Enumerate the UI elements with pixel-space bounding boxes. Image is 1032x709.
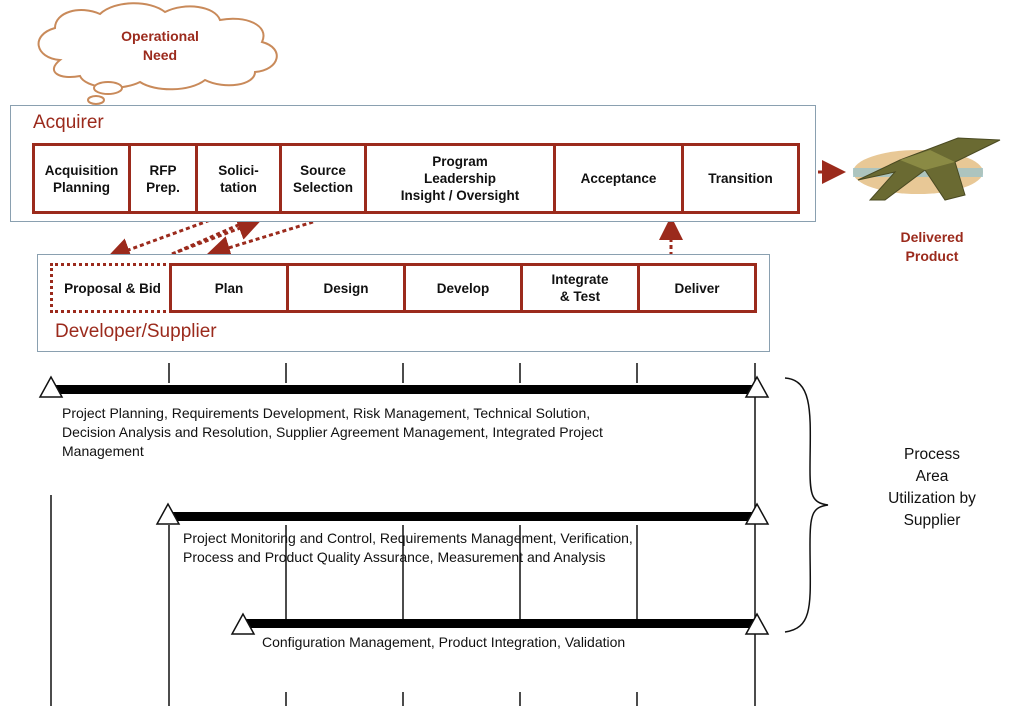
operational-need-label: Operational Need bbox=[121, 28, 199, 63]
process-area-bars bbox=[51, 385, 755, 628]
operational-need-cloud bbox=[37, 2, 278, 105]
developer-title: Developer/Supplier bbox=[55, 321, 217, 342]
phase-proposal-bid: Proposal & Bid bbox=[50, 263, 172, 313]
phase-acquisition-planning: Acquisition Planning bbox=[32, 143, 131, 214]
phase-deliver: Deliver bbox=[637, 263, 757, 313]
acquirer-phase-row: Acquisition Planning RFP Prep. Solici- t… bbox=[32, 143, 800, 214]
process-area-group-3: Configuration Management, Product Integr… bbox=[262, 634, 626, 650]
process-area-brace bbox=[784, 377, 829, 633]
phase-rfp-prep: RFP Prep. bbox=[128, 143, 198, 214]
phase-design: Design bbox=[286, 263, 406, 313]
acquirer-title: Acquirer bbox=[33, 112, 104, 133]
phase-solicitation: Solici- tation bbox=[195, 143, 282, 214]
phase-program-leadership: Program Leadership Insight / Oversight bbox=[364, 143, 556, 214]
phase-acceptance: Acceptance bbox=[553, 143, 684, 214]
phase-source-selection: Source Selection bbox=[279, 143, 367, 214]
aircraft-icon bbox=[853, 137, 1001, 201]
phase-transition: Transition bbox=[681, 143, 800, 214]
milestone-triangles bbox=[38, 375, 770, 635]
timeline-dividers bbox=[50, 363, 756, 706]
process-area-group-1: Project Planning, Requirements Developme… bbox=[62, 405, 603, 459]
phase-integrate-test: Integrate & Test bbox=[520, 263, 640, 313]
phase-develop: Develop bbox=[403, 263, 523, 313]
phase-plan: Plan bbox=[169, 263, 289, 313]
delivered-product-label: Delivered Product bbox=[900, 229, 964, 264]
interaction-arrows bbox=[106, 216, 683, 263]
developer-phase-row: Proposal & Bid Plan Design Develop Integ… bbox=[50, 263, 757, 313]
process-area-utilization-label: Process Area Utilization by Supplier bbox=[888, 446, 976, 529]
process-area-group-2: Project Monitoring and Control, Requirem… bbox=[183, 530, 633, 565]
